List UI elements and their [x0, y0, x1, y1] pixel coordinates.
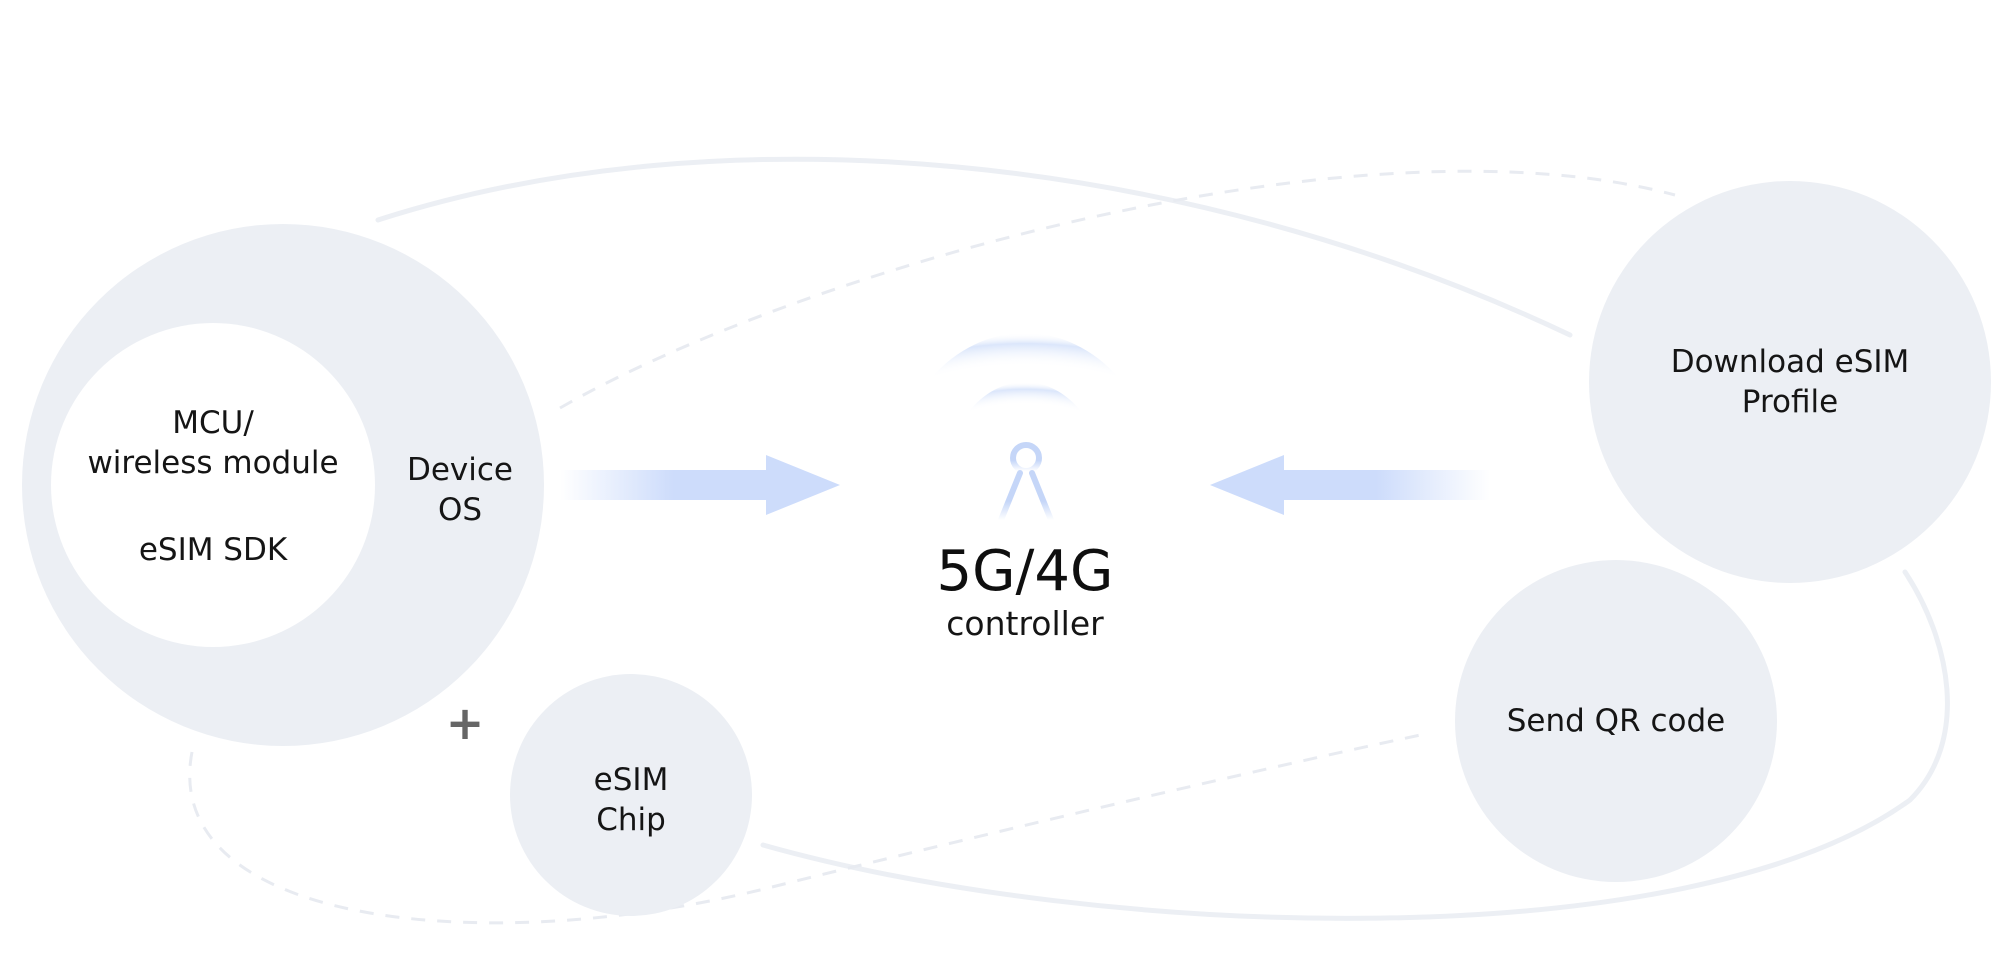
signal-waves-icon: [893, 333, 1157, 485]
mcu-module-label: MCU/ wireless module: [87, 405, 339, 482]
esim-chip-label: eSIM Chip: [593, 762, 669, 839]
arrow-left-icon: [1210, 455, 1490, 515]
controller-title: 5G/4G: [936, 539, 1114, 604]
bottom-dashed-curve: [188, 731, 1431, 925]
mcu-module-circle: [51, 323, 375, 647]
controller-subtitle: controller: [946, 604, 1104, 643]
download-profile-label: Download eSIM Profile: [1670, 344, 1910, 421]
download-profile-circle: [1589, 181, 1991, 583]
esim-chip-circle: [510, 674, 752, 916]
send-qr-label: Send QR code: [1506, 703, 1726, 739]
arrow-right-icon: [560, 455, 840, 515]
device-os-label: Device OS: [406, 452, 514, 529]
plus-sign: +: [445, 696, 485, 750]
send-qr-circle: [1455, 560, 1777, 882]
cell-tower-icon: [998, 442, 1054, 523]
esim-sdk-label: eSIM SDK: [138, 532, 288, 568]
bottom-curve: [760, 569, 1950, 921]
top-curve: [375, 156, 1573, 338]
top-dashed-curve: [559, 169, 1676, 410]
